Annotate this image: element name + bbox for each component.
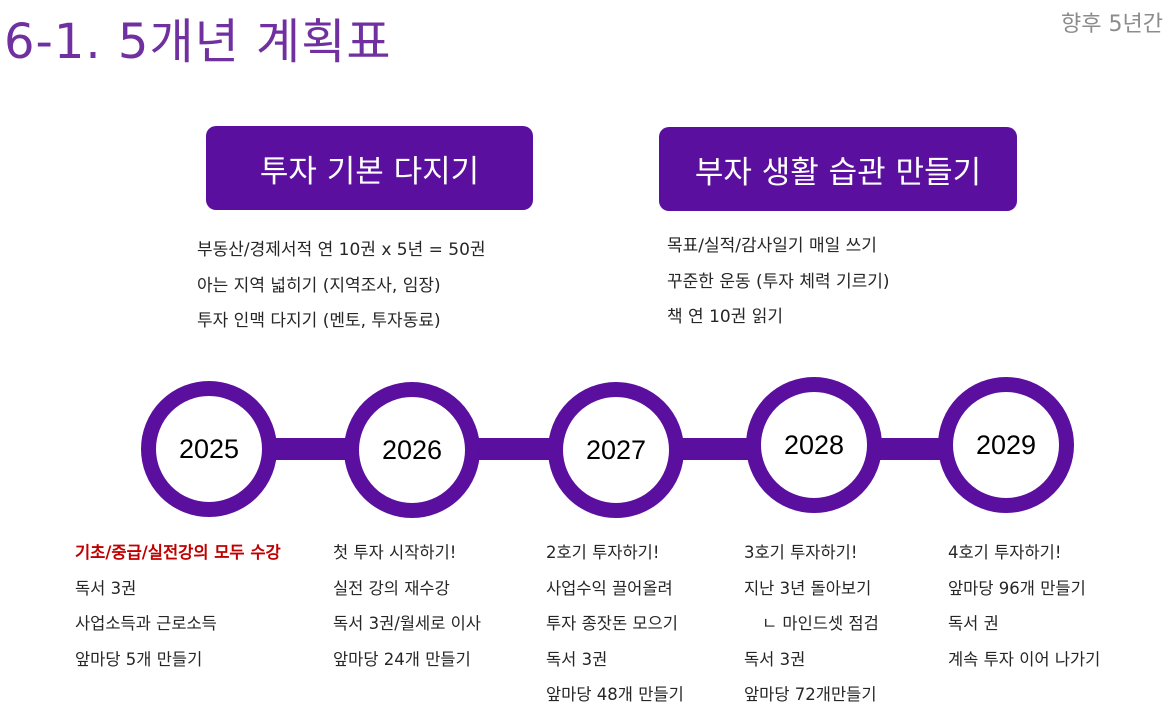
plan-item: 앞마당 48개 만들기 xyxy=(546,685,684,704)
plan-item: 독서 3권 xyxy=(744,649,806,669)
plan-item: 지난 3년 돌아보기 xyxy=(744,578,872,598)
year-node-2029: 2029 xyxy=(938,377,1074,513)
plan-item: 앞마당 5개 만들기 xyxy=(75,649,203,669)
plan-item: 2호기 투자하기! xyxy=(546,543,660,562)
plan-column-2027: 2호기 투자하기! 사업수익 끌어올려 투자 종잣돈 모으기 독서 3권 앞마당… xyxy=(546,535,684,713)
year-node-2027: 2027 xyxy=(548,382,684,518)
plan-item: 사업수익 끌어올려 xyxy=(546,578,673,598)
plan-item: 독서 3권 xyxy=(546,649,608,669)
goal-list-investment-basics: 부동산/경제서적 연 10권 x 5년 = 50권 아는 지역 넓히기 (지역조… xyxy=(197,233,486,340)
plan-column-2029: 4호기 투자하기! 앞마당 96개 만들기 독서 권 계속 투자 이어 나가기 xyxy=(948,535,1100,677)
plan-column-2028: 3호기 투자하기! 지난 3년 돌아보기 ㄴ 마인드셋 점검 독서 3권 앞마당… xyxy=(744,535,879,713)
year-node-2026: 2026 xyxy=(344,382,480,518)
year-node-2028: 2028 xyxy=(746,377,882,513)
goal-item: 아는 지역 넓히기 (지역조사, 임장) xyxy=(197,275,441,296)
plan-item: 실전 강의 재수강 xyxy=(333,578,450,598)
goal-heading-investment-basics: 투자 기본 다지기 xyxy=(206,126,533,210)
plan-item: 독서 3권/월세로 이사 xyxy=(333,614,481,633)
goal-item: 책 연 10권 읽기 xyxy=(667,307,784,327)
plan-item: 3호기 투자하기! xyxy=(744,543,858,562)
goal-heading-rich-habits: 부자 생활 습관 만들기 xyxy=(659,127,1017,211)
plan-item: 앞마당 72개만들기 xyxy=(744,685,877,704)
goal-item: 부동산/경제서적 연 10권 x 5년 = 50권 xyxy=(197,240,486,260)
goal-item: 목표/실적/감사일기 매일 쓰기 xyxy=(667,236,877,256)
plan-item: 사업소득과 근로소득 xyxy=(75,614,217,633)
plan-item: 투자 종잣돈 모으기 xyxy=(546,614,678,633)
plan-column-2025: 기초/중급/실전강의 모두 수강 독서 3권 사업소득과 근로소득 앞마당 5개… xyxy=(75,535,281,677)
page-subtitle: 향후 5년간 xyxy=(1061,12,1163,37)
page-title: 6-1. 5개년 계획표 xyxy=(4,14,392,70)
goal-list-rich-habits: 목표/실적/감사일기 매일 쓰기 꾸준한 운동 (투자 체력 기르기) 책 연 … xyxy=(667,229,890,336)
plan-item-highlight: 기초/중급/실전강의 모두 수강 xyxy=(75,543,281,562)
plan-item: 독서 권 xyxy=(948,614,999,633)
goal-item: 꾸준한 운동 (투자 체력 기르기) xyxy=(667,271,890,292)
plan-item: 첫 투자 시작하기! xyxy=(333,543,457,562)
plan-item: 계속 투자 이어 나가기 xyxy=(948,649,1101,669)
plan-item: 앞마당 24개 만들기 xyxy=(333,649,471,669)
goal-item: 투자 인맥 다지기 (멘토, 투자동료) xyxy=(197,311,441,331)
plan-column-2026: 첫 투자 시작하기! 실전 강의 재수강 독서 3권/월세로 이사 앞마당 24… xyxy=(333,535,481,677)
plan-item: 앞마당 96개 만들기 xyxy=(948,578,1086,598)
plan-item: ㄴ 마인드셋 점검 xyxy=(762,614,879,633)
year-node-2025: 2025 xyxy=(141,381,277,517)
plan-item: 4호기 투자하기! xyxy=(948,543,1062,562)
plan-item: 독서 3권 xyxy=(75,578,137,598)
